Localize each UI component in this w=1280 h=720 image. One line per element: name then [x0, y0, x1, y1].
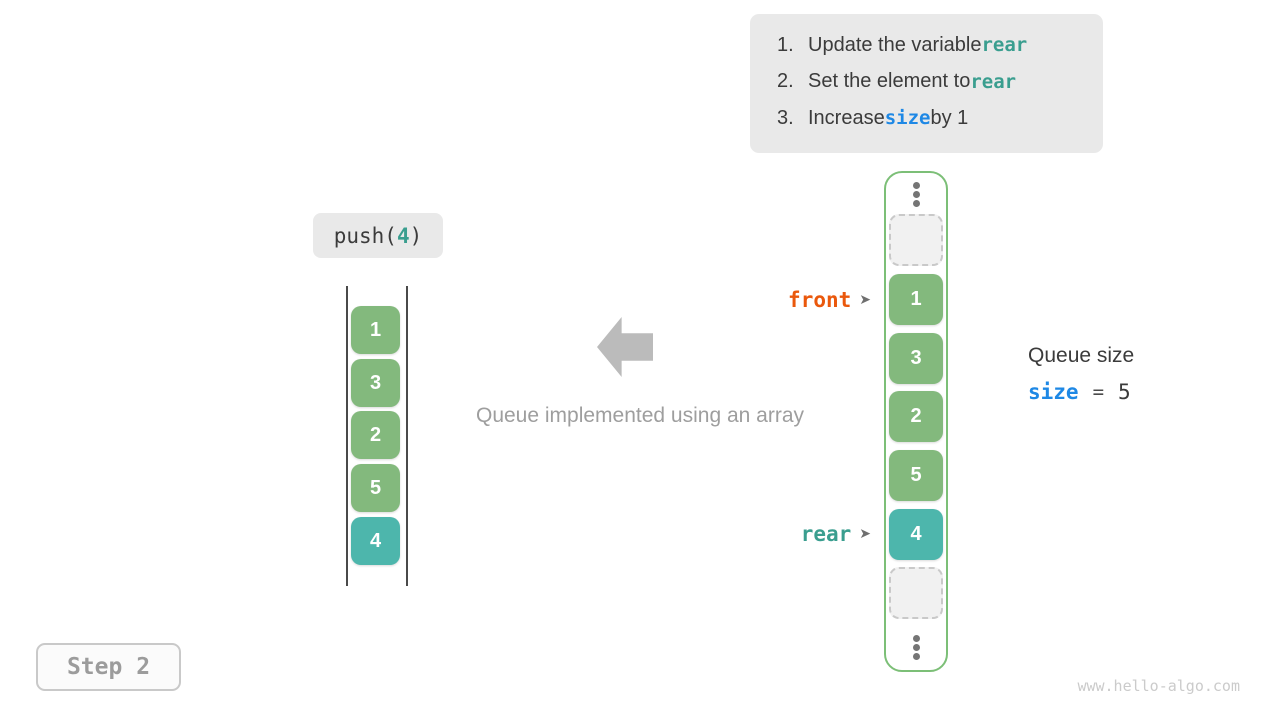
- instruction-number: 2.: [777, 70, 794, 93]
- empty-cell: [889, 214, 943, 266]
- instruction-text: by 1: [930, 106, 969, 129]
- instruction-code-token: size: [884, 107, 931, 130]
- instruction-code-token: rear: [981, 34, 1028, 57]
- size-value: 5: [1118, 380, 1131, 404]
- array-cell: 3: [351, 359, 400, 407]
- pointer-arrow-icon: ➤: [859, 526, 871, 542]
- instruction-item: 2. Set the element to rear: [777, 64, 1103, 101]
- queue-cell: 2: [889, 391, 943, 442]
- size-variable: size: [1028, 380, 1079, 404]
- push-call-arg: 4: [396, 223, 410, 248]
- rear-pointer-label: rear: [800, 522, 852, 546]
- queue-cell: 5: [889, 450, 943, 501]
- instruction-list: 1. Update the variable rear 2. Set the elem…: [750, 14, 1103, 153]
- diagram-caption: Queue implemented using an array: [475, 404, 805, 427]
- instruction-text: Update the variable: [808, 33, 982, 56]
- push-call-text: push(: [333, 223, 397, 248]
- queue-size-title: Queue size: [1028, 344, 1135, 367]
- array-wall-left: [346, 286, 348, 586]
- instruction-text: Increase: [808, 106, 885, 129]
- queue-size-equation: size = 5: [1028, 380, 1131, 404]
- instruction-number: 3.: [777, 106, 794, 129]
- pointer-arrow-icon: ➤: [859, 292, 871, 308]
- instruction-text: Set the element to: [808, 70, 971, 93]
- instruction-code-token: rear: [970, 70, 1017, 93]
- front-pointer-label: front: [788, 288, 852, 312]
- array-cell: 1: [351, 306, 400, 354]
- push-call-label: push(4): [313, 213, 443, 258]
- array-cell: 4: [351, 517, 400, 565]
- array-wall-right: [406, 286, 408, 586]
- rear-pointer: rear ➤: [757, 520, 871, 548]
- queue-cell: 4: [889, 509, 943, 560]
- queue-cell: 1: [889, 274, 943, 325]
- front-pointer: front ➤: [757, 286, 871, 314]
- left-block-arrow-icon: [597, 317, 653, 377]
- equals-sign: =: [1092, 381, 1105, 403]
- empty-cell: [889, 567, 943, 619]
- instruction-number: 1.: [777, 33, 794, 56]
- ellipsis-dots-icon: [913, 182, 920, 207]
- watermark: www.hello-algo.com: [1077, 677, 1240, 695]
- push-call-text: ): [409, 223, 423, 248]
- queue-cell: 3: [889, 333, 943, 384]
- ellipsis-dots-icon: [913, 635, 920, 660]
- step-badge: Step 2: [36, 643, 181, 691]
- array-cell: 2: [351, 411, 400, 459]
- instruction-item: 1. Update the variable rear: [777, 27, 1103, 64]
- array-cell: 5: [351, 464, 400, 512]
- instruction-item: 3. Increase size by 1: [777, 100, 1103, 137]
